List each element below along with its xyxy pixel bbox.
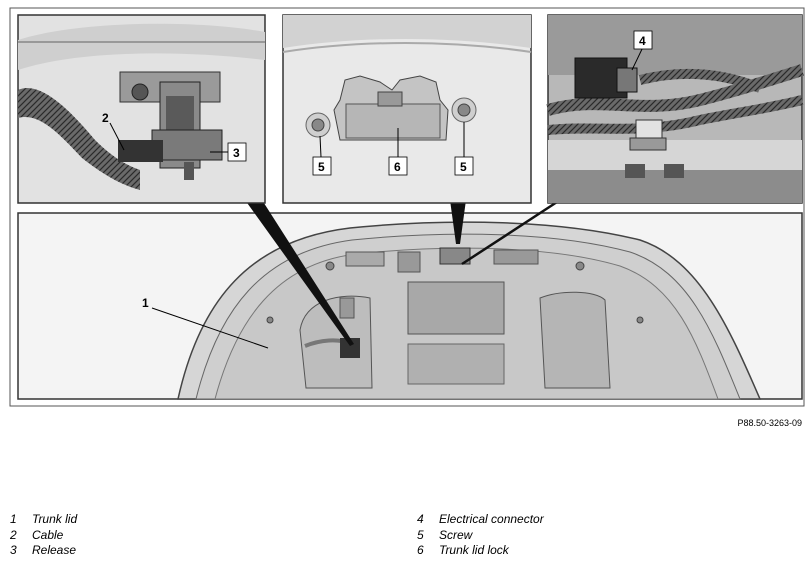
legend-item: 6 Trunk lid lock (417, 543, 544, 559)
detail-view-electrical-connector (546, 14, 804, 204)
callout-5-right: 5 (460, 160, 467, 174)
legend-number: 3 (10, 543, 17, 557)
legend-label: Release (32, 543, 77, 557)
callout-1: 1 (142, 296, 149, 310)
detail-view-release (17, 14, 266, 204)
legend-label: Cable (32, 527, 64, 542)
legend-item: 1 Trunk lid (10, 512, 77, 528)
callout-5-left: 5 (318, 160, 325, 174)
legend-label: Electrical connector (439, 512, 544, 526)
trunk-lid-diagram: 1 2 3 4 5 5 6 (9, 7, 805, 407)
legend-item: 5 Screw (417, 528, 544, 544)
detail-view-trunk-lid-lock (282, 14, 532, 204)
callout-6: 6 (394, 160, 401, 174)
legend-item: 2 Cable (10, 528, 77, 544)
legend-number: 2 (10, 527, 17, 542)
legend-item: 3 Release (10, 543, 77, 559)
legend-label: Screw (439, 527, 473, 542)
main-view-trunk-lid (17, 212, 803, 400)
legend-label: Trunk lid (32, 512, 78, 526)
legend-number: 5 (417, 527, 424, 542)
figure-reference: P88.50-3263-09 (737, 418, 802, 428)
callout-3: 3 (233, 146, 240, 160)
legend-item: 4 Electrical connector (417, 512, 544, 528)
legend-number: 6 (417, 543, 424, 557)
legend-number: 4 (417, 512, 424, 526)
legend-left: 1 Trunk lid 2 Cable 3 Release (10, 512, 77, 559)
callout-2: 2 (102, 111, 109, 125)
callout-4: 4 (639, 34, 646, 48)
legend-label: Trunk lid lock (439, 543, 509, 557)
legend-number: 1 (10, 512, 17, 526)
legend-right: 4 Electrical connector 5 Screw 6 Trunk lid … (417, 512, 544, 559)
